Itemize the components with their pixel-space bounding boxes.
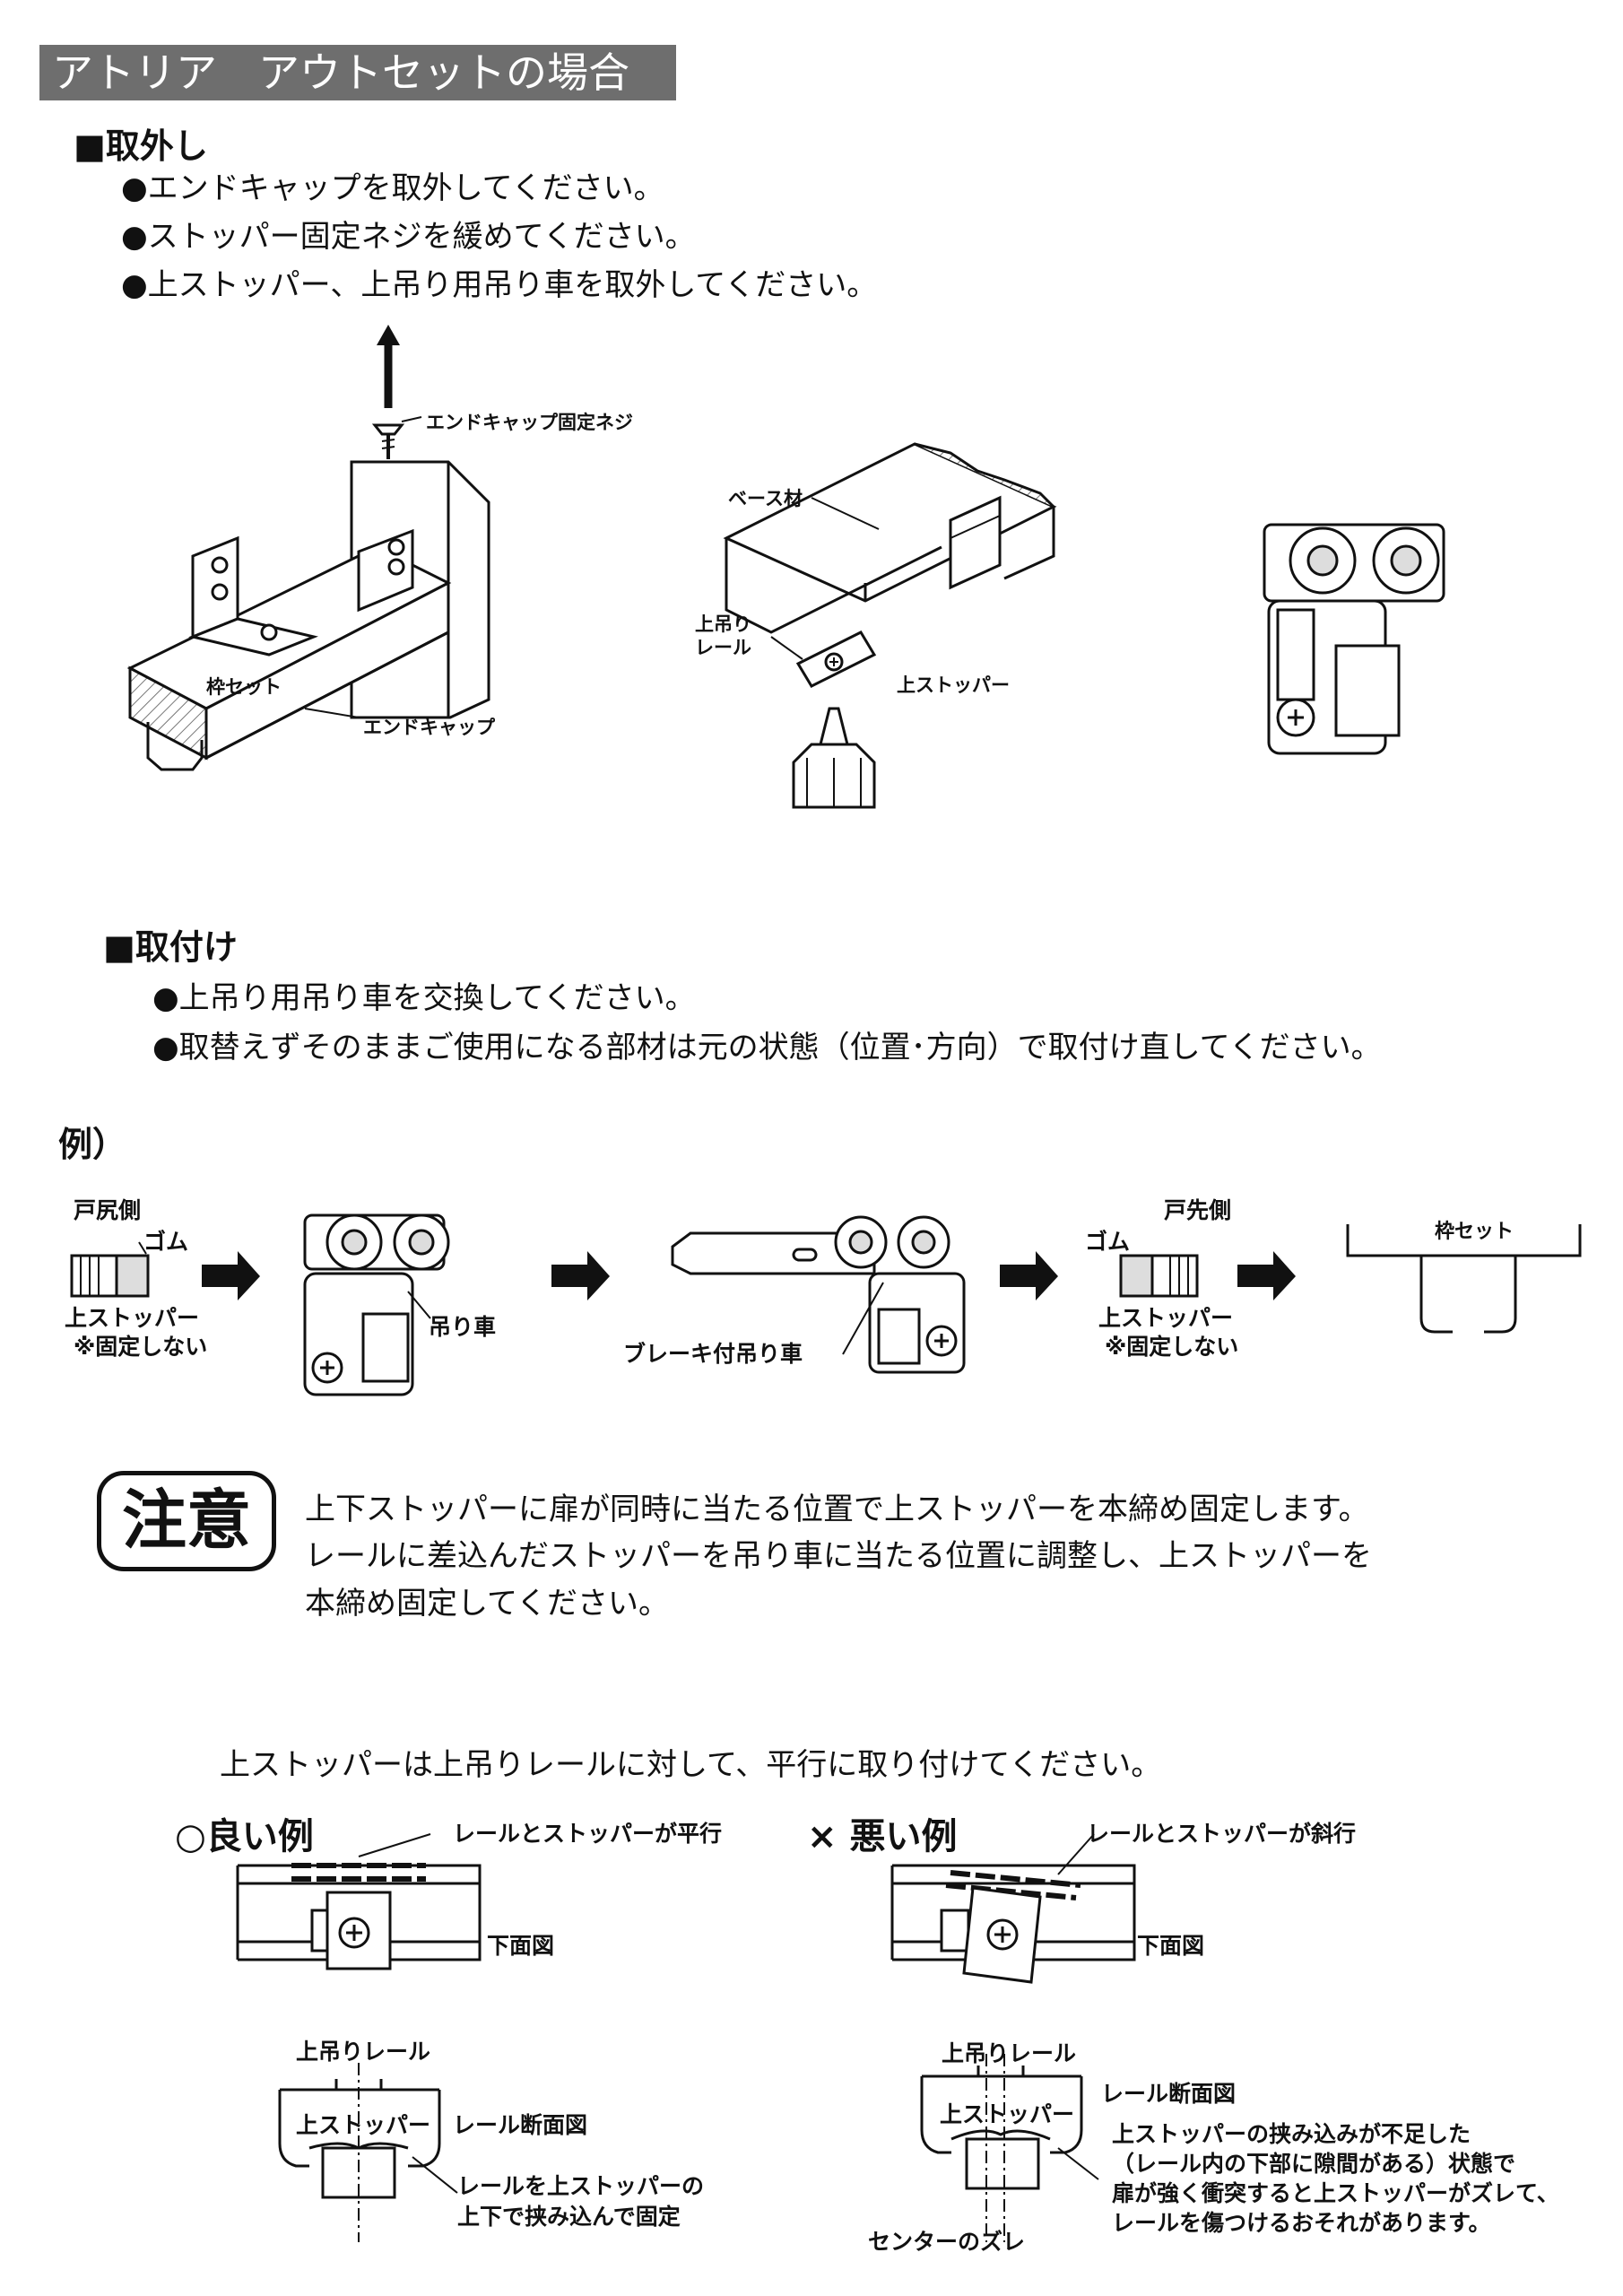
removal-step-1: ●エンドキャップを取外してください。 <box>121 170 664 206</box>
upper-stopper-label-left: 上ストッパー <box>65 1305 200 1331</box>
endcap-screw-label: エンドキャップ固定ネジ <box>426 412 633 433</box>
removal-heading: ■取外し <box>74 126 208 166</box>
hanger-wheel-figure <box>1263 523 1445 755</box>
good-example-title: ○良い例 <box>175 1816 314 1857</box>
frame-set-label-example: 枠セット <box>1435 1221 1515 1243</box>
good-rail-label: 上吊りレール <box>296 2039 431 2065</box>
end-cap-label: エンドキャップ <box>363 717 495 738</box>
removal-step-2: ●ストッパー固定ネジを緩めてください。 <box>121 219 696 255</box>
bad-warning-3: 扉が強く衝突すると上ストッパーがズレて、 <box>1112 2180 1559 2206</box>
install-heading: ■取付け <box>103 927 238 967</box>
removal-step-3: ●上ストッパー、上吊り用吊り車を取外してください。 <box>121 267 878 303</box>
upper-rail-label: 上吊り レール <box>695 613 751 658</box>
caution-line-3: 本締め固定してください。 <box>305 1586 669 1622</box>
center-shift-label: センターのズレ <box>868 2229 1026 2255</box>
example-hanger-wheel <box>303 1213 450 1396</box>
caution-line-1: 上下ストッパーに扉が同時に当たる位置で上ストッパーを本締め固定します。 <box>305 1492 1369 1527</box>
door-tail-side-label: 戸尻側 <box>74 1197 142 1223</box>
bad-warning-4: レールを傷つけるおそれがあります。 <box>1112 2210 1491 2236</box>
not-fixed-label-right: ※固定しない <box>1105 1334 1239 1360</box>
install-step-1: ●上吊り用吊り車を交換してください。 <box>152 980 696 1016</box>
bad-rail-label: 上吊りレール <box>942 2040 1077 2066</box>
good-bottom-view-label: 下面図 <box>487 1933 555 1959</box>
upper-stopper-label: 上ストッパー <box>897 674 1010 696</box>
stopper-removal-figure <box>723 442 1057 809</box>
rubber-label-left: ゴム <box>143 1229 189 1255</box>
good-clamp-note-1: レールを上ストッパーの <box>457 2173 705 2199</box>
brake-hanger-wheel-label: ブレーキ付吊り車 <box>623 1341 803 1367</box>
bad-warning-1: 上ストッパーの挟み込みが不足した <box>1112 2121 1471 2147</box>
caution-badge: 注意 <box>97 1471 276 1571</box>
frame-set-label: 枠セット <box>206 676 282 698</box>
example-label: 例） <box>58 1125 127 1164</box>
upper-stopper-label-right: 上ストッパー <box>1098 1305 1234 1331</box>
good-parallel-note: レールとストッパーが平行 <box>453 1821 723 1847</box>
endcap-removal-figure <box>126 325 490 771</box>
bad-example-diagrams <box>890 1833 1136 2242</box>
good-stopper-label: 上ストッパー <box>296 2112 431 2138</box>
parallel-instruction: 上ストッパーは上吊りレールに対して、平行に取り付けてください。 <box>220 1747 1162 1783</box>
example-sequence <box>70 1213 1582 1396</box>
rubber-label-right: ゴム <box>1085 1229 1131 1255</box>
bad-skew-note: レールとストッパーが斜行 <box>1087 1821 1357 1847</box>
good-section-label: レール断面図 <box>453 2112 588 2138</box>
bad-stopper-label: 上ストッパー <box>940 2101 1075 2127</box>
caution-line-2: レールに差込んだストッパーを吊り車に当たる位置に調整し、上ストッパーを <box>305 1538 1372 1574</box>
base-material-label: ベース材 <box>728 488 803 509</box>
good-clamp-note-2: 上下で挟み込んで固定 <box>457 2204 681 2230</box>
door-tip-side-label: 戸先側 <box>1164 1197 1232 1223</box>
hanger-wheel-label: 吊り車 <box>429 1314 497 1340</box>
bad-section-label: レール断面図 <box>1101 2081 1237 2107</box>
good-example-diagrams <box>236 1833 482 2242</box>
install-step-2: ●取替えずそのままご使用になる部材は元の状態（位置･方向）で取付け直してください… <box>152 1030 1382 1065</box>
not-fixed-label-left: ※固定しない <box>74 1334 208 1360</box>
bad-bottom-view-label: 下面図 <box>1137 1933 1205 1959</box>
example-brake-hanger-wheel <box>671 1215 966 1374</box>
bad-warning-2: （レール内の下部に隙間がある）状態で <box>1112 2151 1516 2177</box>
section-title-banner: アトリア アウトセットの場合 <box>39 45 676 100</box>
bad-example-title: × 悪い例 <box>807 1816 958 1857</box>
